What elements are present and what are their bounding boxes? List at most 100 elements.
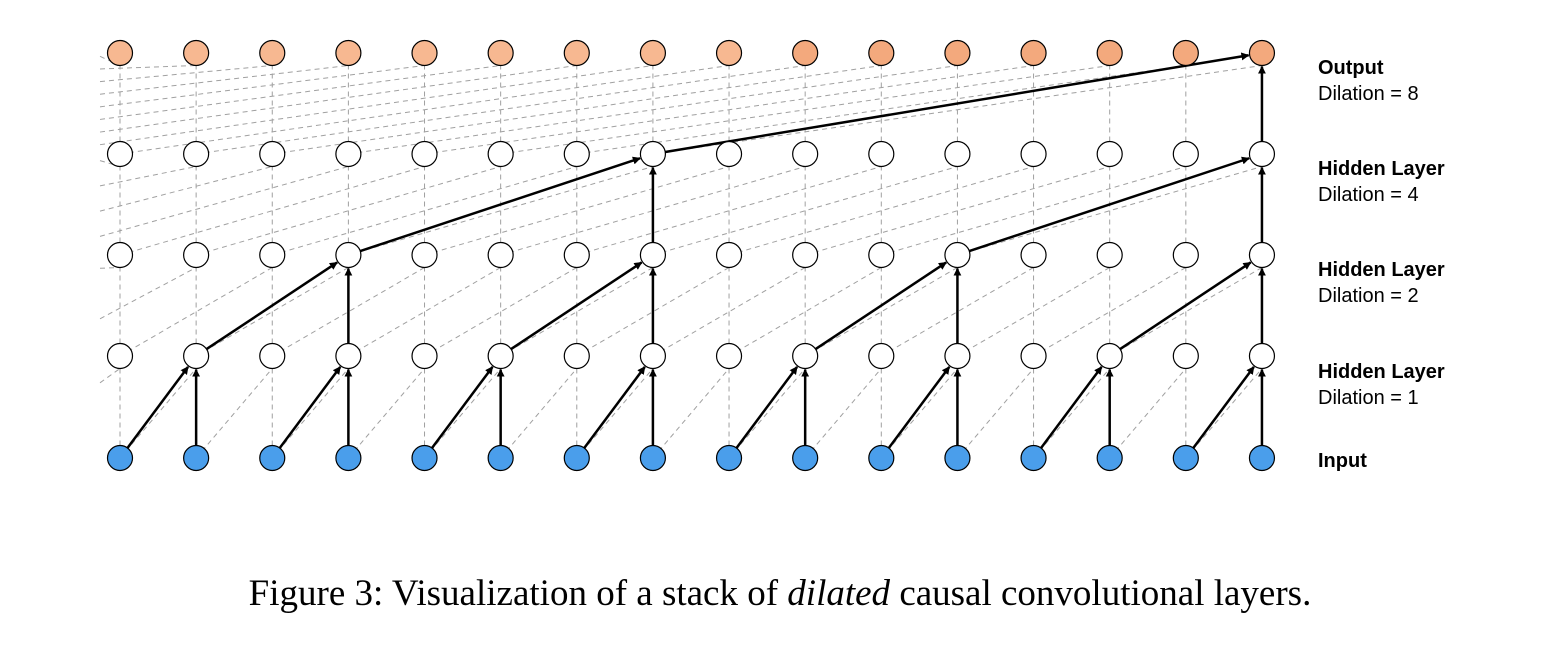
dashed-diagonal-connection — [119, 65, 730, 155]
hidden2-node — [487, 241, 514, 269]
dashed-diagonal-connection — [99, 166, 349, 237]
output-node — [792, 39, 819, 67]
dashed-diagonal-connection — [881, 166, 1186, 256]
hidden2-node — [183, 241, 210, 269]
dashed-diagonal-connection — [652, 65, 1263, 155]
hidden1-node — [639, 342, 667, 370]
output-node — [639, 39, 667, 67]
dashed-diagonal-connection — [99, 65, 425, 108]
receptive-field-arrow — [359, 156, 641, 253]
figure-caption: Figure 3: Visualization of a stack of di… — [0, 572, 1560, 615]
dashed-diagonal-connection — [500, 368, 578, 459]
dashed-diagonal-connection — [348, 267, 501, 357]
receptive-field-arrow — [814, 261, 947, 351]
hidden2-node — [1172, 241, 1199, 269]
input-node — [1172, 444, 1199, 472]
receptive-field-arrow — [887, 366, 951, 449]
hidden3-node — [1172, 140, 1199, 168]
layer-label-hidden-2: Hidden Layer Dilation = 2 — [1318, 257, 1445, 309]
input-node — [259, 444, 286, 472]
hidden3-node — [792, 140, 819, 168]
hidden3-node — [563, 140, 590, 168]
dashed-diagonal-connection — [652, 166, 958, 256]
output-node — [1020, 39, 1047, 67]
dashed-diagonal-connection — [195, 368, 273, 459]
hidden1-node — [183, 342, 210, 370]
layer-dilation-hidden-1: Dilation = 1 — [1318, 387, 1419, 409]
layer-name-input: Input — [1318, 450, 1367, 472]
hidden2-node — [259, 241, 286, 269]
hidden2-node — [411, 241, 438, 269]
dashed-diagonal-connection — [652, 267, 806, 357]
hidden3-node — [944, 140, 971, 168]
layer-name-hidden-4: Hidden Layer — [1318, 158, 1445, 180]
hidden3-node — [487, 140, 514, 168]
caption-emphasis: dilated — [787, 573, 891, 614]
hidden2-node — [944, 241, 971, 269]
layer-label-input: Input — [1318, 448, 1367, 474]
dashed-diagonal-connection — [99, 267, 121, 269]
hidden2-node — [563, 241, 590, 269]
hidden2-node — [1248, 241, 1276, 269]
dashed-diagonal-connection — [99, 65, 349, 95]
hidden3-node — [868, 140, 895, 168]
output-node — [1248, 39, 1276, 67]
output-node — [944, 39, 971, 67]
dashed-diagonal-connection — [119, 166, 425, 256]
dashed-diagonal-connection — [957, 368, 1034, 459]
layer-label-hidden-4: Hidden Layer Dilation = 4 — [1318, 156, 1445, 208]
receptive-field-arrow — [1040, 366, 1103, 449]
dashed-diagonal-connection — [272, 166, 577, 256]
dashed-diagonal-connection — [1033, 267, 1187, 357]
receptive-field-arrow — [1192, 366, 1255, 449]
dashed-diagonal-connection — [195, 267, 349, 357]
input-node — [335, 444, 362, 472]
receptive-field-arrow — [665, 52, 1250, 154]
output-node — [411, 39, 438, 67]
output-node — [183, 39, 210, 67]
layer-label-output: Output Dilation = 8 — [1318, 55, 1419, 107]
output-node — [715, 39, 743, 67]
output-node — [1096, 39, 1123, 67]
hidden1-node — [335, 342, 362, 370]
hidden3-node — [259, 140, 286, 168]
hidden1-node — [715, 342, 743, 370]
layer-name-output: Output — [1318, 57, 1384, 79]
dilated-convolution-diagram — [99, 39, 1276, 472]
dashed-diagonal-connection — [99, 65, 501, 120]
dashed-diagonal-connection — [652, 368, 730, 459]
input-node — [944, 444, 971, 472]
dashed-diagonal-connection — [272, 65, 882, 155]
hidden1-node — [1096, 342, 1123, 370]
dashed-diagonal-connection — [196, 65, 806, 155]
dashed-diagonal-connection — [1109, 267, 1263, 357]
dashed-diagonal-connection — [804, 368, 882, 459]
dashed-diagonal-connection — [99, 267, 197, 320]
dashed-diagonal-connection — [1109, 368, 1187, 459]
input-node — [183, 444, 210, 472]
layer-label-hidden-1: Hidden Layer Dilation = 1 — [1318, 359, 1445, 411]
dashed-diagonal-connection — [576, 65, 1186, 155]
caption-suffix: causal convolutional layers. — [890, 573, 1312, 614]
receptive-field-arrow — [278, 366, 342, 449]
receptive-field-arrow — [968, 156, 1250, 253]
input-node — [639, 444, 667, 472]
receptive-field-arrow — [583, 366, 646, 449]
output-node — [259, 39, 286, 67]
hidden1-node — [1020, 342, 1047, 370]
hidden3-node — [715, 140, 743, 168]
dashed-diagonal-connection — [99, 166, 197, 187]
dashed-diagonal-connection — [576, 166, 882, 256]
receptive-field-arrow — [735, 366, 799, 449]
dashed-diagonal-connection — [99, 65, 197, 70]
hidden1-node — [792, 342, 819, 370]
hidden3-node — [1096, 140, 1123, 168]
hidden2-node — [639, 241, 667, 269]
input-node — [1096, 444, 1123, 472]
input-node — [563, 444, 590, 472]
hidden1-node — [868, 342, 895, 370]
hidden3-node — [335, 140, 362, 168]
output-node — [335, 39, 362, 67]
hidden3-node — [1248, 140, 1276, 168]
hidden2-node — [335, 241, 362, 269]
